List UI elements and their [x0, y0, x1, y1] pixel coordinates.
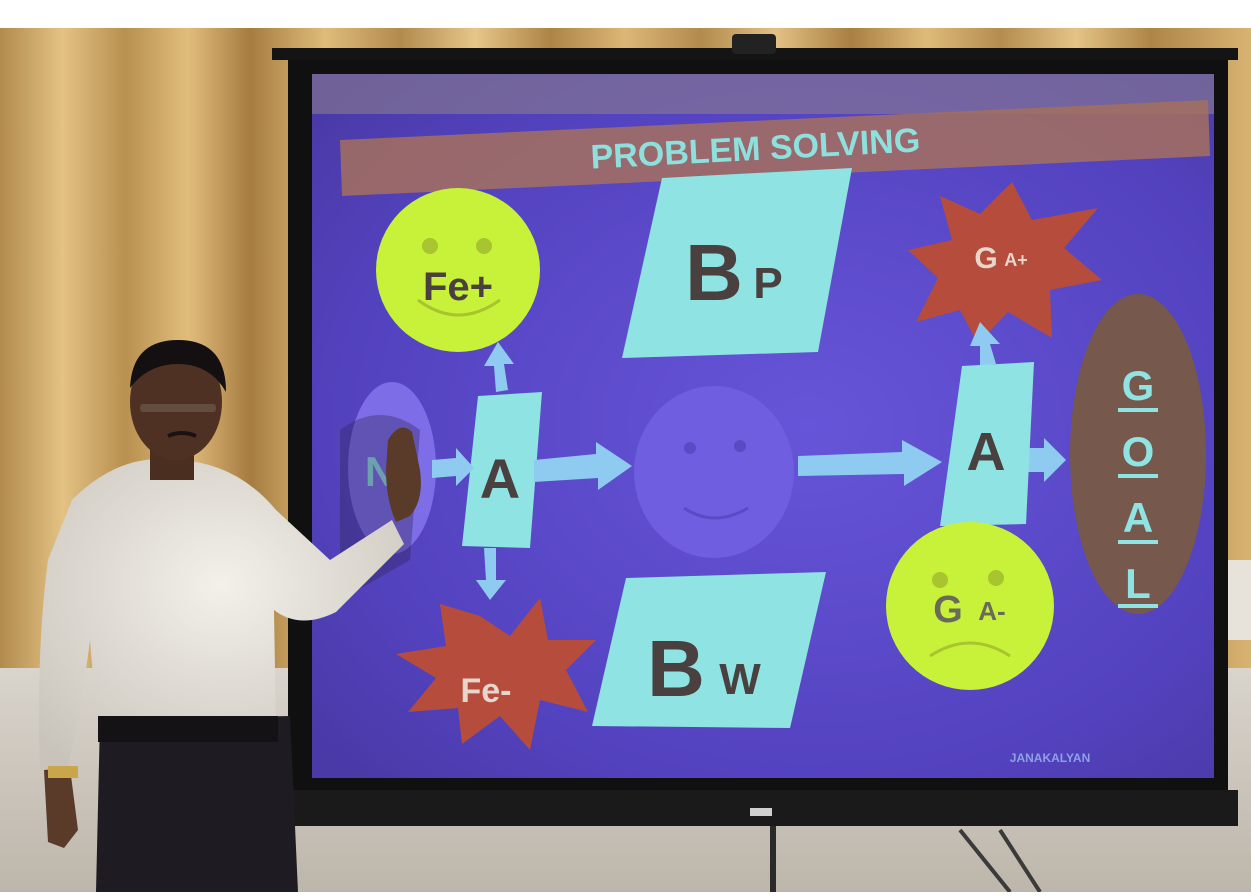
belief-negative-main: B — [647, 624, 705, 713]
presenter-watch — [48, 766, 78, 778]
goal-letter-3: A — [1123, 494, 1153, 541]
goal-not-achieved-sub: A- — [978, 596, 1005, 626]
goal-underline-4 — [1118, 604, 1158, 608]
goal-underline-1 — [1118, 408, 1158, 412]
belief-negative-box: B W — [592, 572, 826, 728]
presenter-shirt — [39, 458, 404, 774]
action-left-label: A — [480, 447, 520, 510]
arrow-need-to-action — [432, 448, 474, 486]
presenter-belt — [98, 716, 278, 742]
presenter-left-hand — [44, 768, 78, 848]
arrow-to-feel-positive — [484, 342, 514, 392]
belief-positive-main: B — [685, 228, 743, 317]
presenter-trousers — [96, 716, 298, 892]
belief-positive-sub: P — [753, 259, 782, 308]
goal-underline-2 — [1118, 474, 1158, 478]
belief-positive-box: B P — [622, 168, 852, 358]
feel-positive-face: Fe+ — [376, 188, 540, 352]
goal-not-achieved-main: G — [933, 589, 963, 631]
action-left-box: A — [462, 392, 542, 548]
arrow-face-to-action — [798, 440, 942, 486]
goal-letter-1: G — [1122, 362, 1155, 409]
arrow-action-to-goal — [1028, 438, 1066, 482]
goal-ellipse: G O A L — [1070, 294, 1206, 614]
slide-watermark: JANAKALYAN — [1010, 751, 1090, 765]
presenter-raised-hand — [386, 427, 421, 522]
screen-badge — [750, 808, 772, 816]
presenter-moustache — [167, 431, 197, 438]
goal-underline-3 — [1118, 540, 1158, 544]
chair-legs — [958, 828, 1042, 894]
screen-hook — [732, 34, 776, 54]
arrow-to-goal-achieved — [970, 322, 1000, 366]
feel-negative-label: Fe- — [461, 672, 512, 710]
goal-achieved-star: G A+ — [908, 182, 1102, 344]
presenter-glasses — [140, 404, 216, 412]
action-right-label: A — [967, 422, 1006, 482]
action-right-box: A — [940, 362, 1034, 526]
goal-not-achieved-face: G A- — [886, 522, 1054, 690]
stand-pole — [770, 826, 776, 892]
presenter-hair — [130, 340, 226, 392]
goal-letter-2: O — [1122, 428, 1155, 475]
feel-positive-label: Fe+ — [423, 265, 493, 309]
cropped-caption-strip — [0, 0, 1251, 28]
title-band — [340, 100, 1210, 196]
belief-negative-sub: W — [719, 655, 761, 704]
goal-letter-4: L — [1125, 560, 1151, 607]
presenter — [39, 340, 421, 892]
presenter-head — [130, 344, 222, 460]
goal-achieved-main: G — [974, 242, 997, 275]
arrow-to-feel-negative — [476, 548, 506, 600]
neutral-face — [634, 386, 794, 558]
feel-negative-star: Fe- — [396, 598, 596, 750]
arrow-action-to-face — [534, 442, 632, 490]
goal-achieved-sub: A+ — [1004, 250, 1028, 270]
